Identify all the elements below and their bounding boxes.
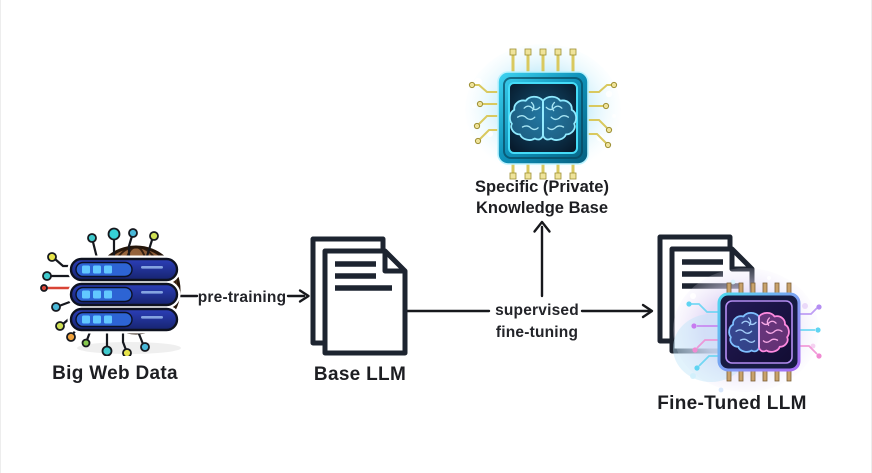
server-stack-icon [67, 255, 181, 334]
sparkles [690, 276, 816, 393]
fine-tuned-brain-chip-icon [673, 268, 822, 393]
circuit-traces [691, 303, 818, 367]
supervised-fine-tuning-label-line1: supervised [495, 302, 579, 319]
base-llm-label: Base LLM [313, 364, 407, 385]
circuit-traces [473, 84, 613, 144]
knowledge-base-label: Specific (Private) Knowledge Base [475, 177, 609, 219]
pin-pads [509, 48, 577, 180]
knowledge-base-arrow [533, 220, 551, 298]
supervised-fine-tuning-arrow [403, 303, 654, 319]
servers-globe-icon [40, 227, 181, 356]
brain-icon [728, 311, 790, 353]
brain-icon [508, 95, 578, 141]
big-web-data-label: Big Web Data [52, 363, 178, 384]
trace-dots [468, 81, 618, 149]
knowledge-base-brain-chip-icon [465, 44, 621, 180]
pre-training-label: pre-training [197, 289, 287, 306]
knowledge-base-label-line1: Specific (Private) [475, 178, 609, 196]
fine-tuned-llm-label: Fine-Tuned LLM [657, 393, 807, 414]
base-llm-documents-icon [310, 236, 408, 356]
trace-dots [686, 301, 822, 371]
circuit-dots [40, 227, 159, 356]
supervised-fine-tuning-label: supervised fine-tuning [495, 300, 579, 344]
supervised-fine-tuning-label-line2: fine-tuning [495, 324, 579, 341]
pre-training-arrow [178, 289, 310, 303]
knowledge-base-label-line2: Knowledge Base [475, 199, 609, 217]
